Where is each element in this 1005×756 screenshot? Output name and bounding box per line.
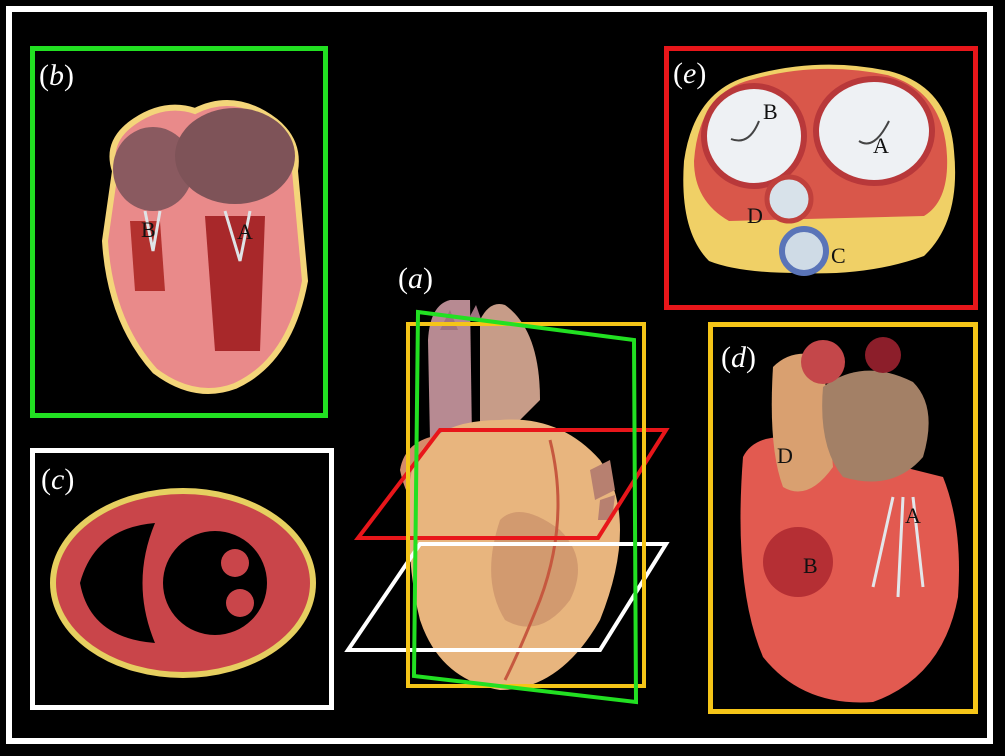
valve-plane-illustration — [683, 64, 956, 276]
panel-e-label-a: A — [873, 133, 889, 158]
panel-b-label-b: B — [141, 217, 156, 242]
panel-c-letter: (c) — [41, 463, 75, 496]
longitudinal-section-illustration — [101, 100, 309, 394]
panel-e: (e) B A D C — [664, 46, 978, 310]
panel-b-label-a: A — [237, 219, 253, 244]
panel-d: (d) D A B — [708, 322, 978, 714]
panel-a-letter: (a) — [398, 262, 433, 295]
panel-e-letter: (e) — [673, 57, 707, 90]
panel-b: (b) B A — [30, 46, 328, 418]
panel-c: (c) — [30, 448, 334, 710]
panel-d-label-b: B — [803, 553, 818, 578]
plane-c-white — [344, 542, 670, 652]
panel-d-label-a: A — [905, 503, 921, 528]
panel-d-letter: (d) — [721, 341, 756, 374]
panel-e-label-d: D — [747, 203, 763, 228]
cross-section-illustration — [50, 488, 316, 678]
panel-e-label-c: C — [831, 243, 846, 268]
panel-b-letter: (b) — [39, 59, 74, 92]
panel-d-label-d: D — [777, 443, 793, 468]
plane-b-green — [411, 309, 639, 705]
panel-e-label-b: B — [763, 99, 778, 124]
plane-e-red — [353, 428, 670, 540]
four-chamber-illustration — [740, 337, 959, 703]
figure-frame — [6, 6, 993, 744]
